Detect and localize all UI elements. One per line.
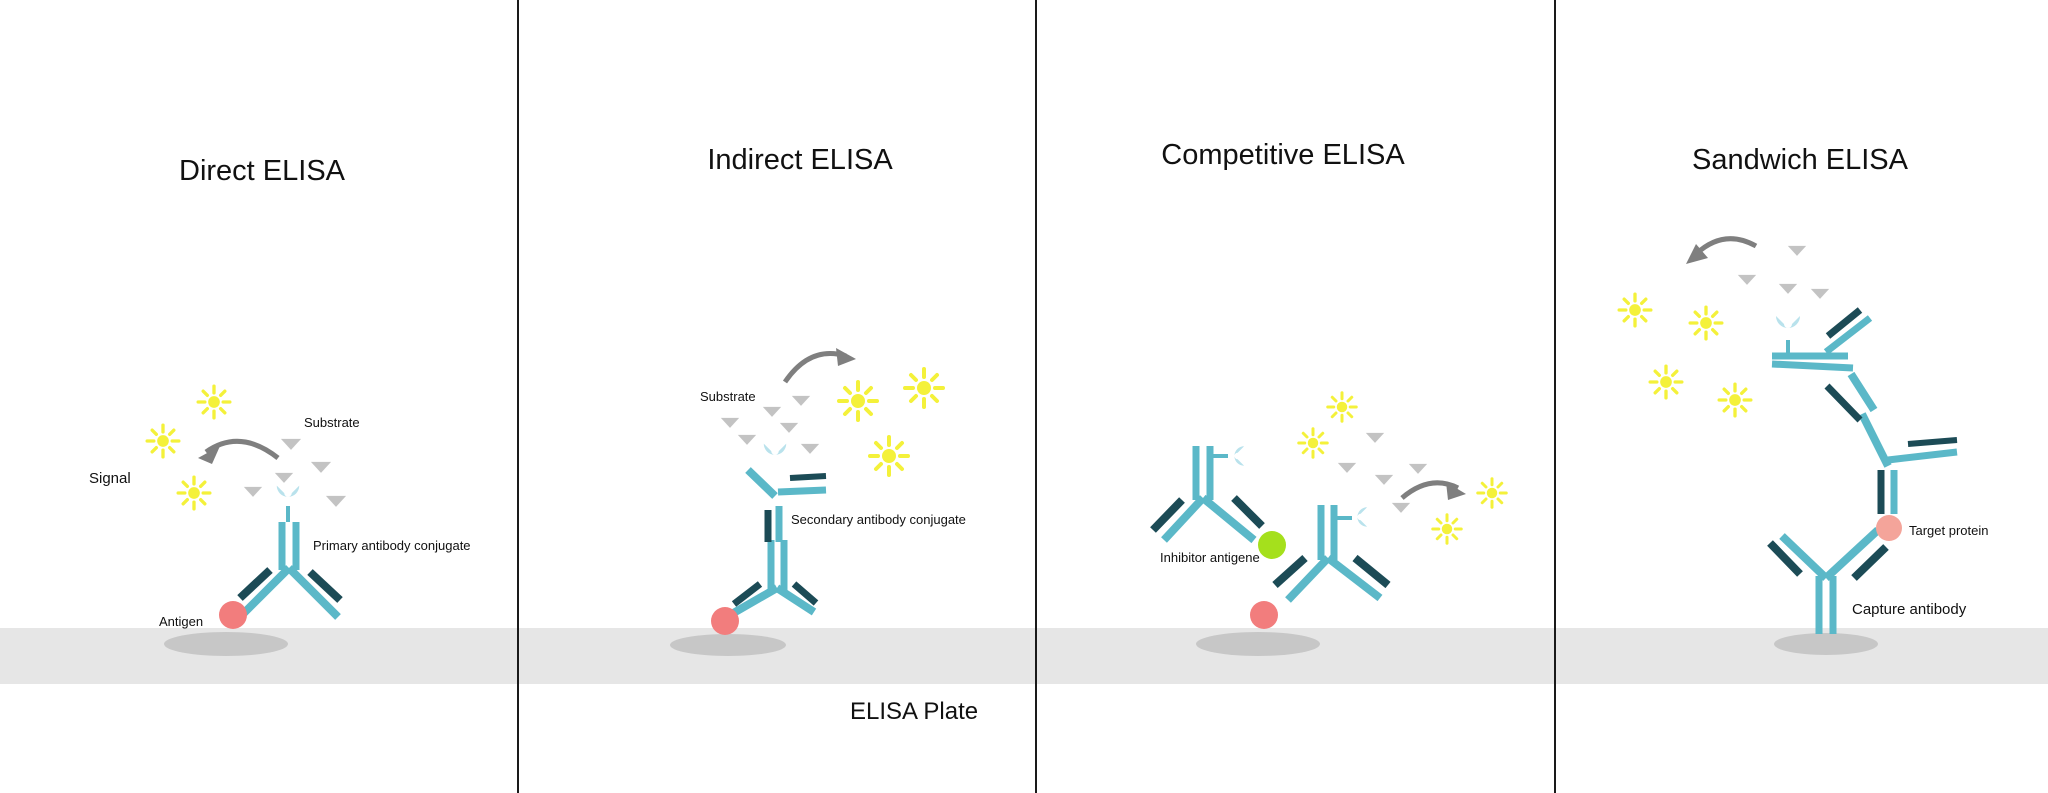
reaction-arrow xyxy=(1400,480,1460,500)
signal-burst xyxy=(196,384,232,420)
signal-burst xyxy=(1717,382,1753,418)
label-substrate: Substrate xyxy=(304,415,360,430)
substrate-wedge xyxy=(325,495,347,507)
well-shadow xyxy=(1774,633,1878,655)
signal-burst xyxy=(837,380,879,422)
reaction-arrow xyxy=(204,438,280,460)
substrate-wedge xyxy=(274,472,294,483)
substrate-wedge xyxy=(243,486,263,497)
signal-burst xyxy=(903,367,945,409)
enzyme-icon xyxy=(1234,446,1245,466)
arrow-head xyxy=(198,446,220,464)
label-secondary-antibody: Secondary antibody conjugate xyxy=(791,512,966,527)
signal-burst xyxy=(1431,513,1463,545)
enzyme-icon xyxy=(1357,507,1368,527)
enzyme-icon xyxy=(763,443,787,455)
signal-burst xyxy=(176,475,212,511)
label-inhibitor-antigene: Inhibitor antigene xyxy=(1160,550,1260,565)
substrate-wedge xyxy=(1391,502,1411,513)
primary-antibody xyxy=(237,506,343,620)
label-primary-antibody: Primary antibody conjugate xyxy=(313,538,471,553)
secondary-antibody xyxy=(745,467,827,542)
enzyme-icon xyxy=(1776,316,1800,328)
capture-antibody xyxy=(1767,527,1889,634)
substrate-wedge xyxy=(1810,288,1830,299)
panel-title-direct: Direct ELISA xyxy=(179,155,346,187)
reaction-arrow xyxy=(1694,236,1758,256)
well-shadow xyxy=(164,632,288,656)
substrate-wedge xyxy=(1737,274,1757,285)
enzyme-icon xyxy=(276,485,300,497)
substrate-wedge xyxy=(791,395,811,406)
panel-title-indirect: Indirect ELISA xyxy=(707,144,893,176)
signal-burst xyxy=(145,423,181,459)
substrate-wedge xyxy=(720,417,740,428)
substrate-wedge xyxy=(1337,462,1357,473)
signal-burst xyxy=(1326,391,1358,423)
detection-antibody xyxy=(1771,307,1958,514)
substrate-wedge xyxy=(1365,432,1385,443)
signal-burst xyxy=(868,435,910,477)
reaction-arrow xyxy=(782,350,847,384)
antigen xyxy=(1250,601,1278,629)
label-target-protein: Target protein xyxy=(1909,523,1989,538)
signal-burst xyxy=(1688,305,1724,341)
label-capture-antibody: Capture antibody xyxy=(1852,601,1967,618)
label-antigen: Antigen xyxy=(159,614,203,629)
antigen xyxy=(711,607,739,635)
substrate-wedge xyxy=(1778,283,1798,294)
substrate-wedge xyxy=(762,406,782,417)
panel-dividers xyxy=(517,0,1556,793)
inhibitor-antigene xyxy=(1258,531,1286,559)
panel-indirect: Substrate Secondary antibody conjugate xyxy=(670,348,966,656)
elisa-plate xyxy=(0,628,2048,684)
free-antibody xyxy=(1150,446,1265,544)
substrate-wedge xyxy=(800,443,820,454)
well-shadow xyxy=(1196,632,1320,656)
target-protein xyxy=(1876,515,1902,541)
arrow-head xyxy=(836,348,856,366)
label-elisa-plate: ELISA Plate xyxy=(850,698,978,725)
substrate-wedge xyxy=(1787,245,1807,256)
panel-title-competitive: Competitive ELISA xyxy=(1161,139,1405,171)
signal-burst xyxy=(1297,427,1329,459)
label-signal: Signal xyxy=(89,470,131,487)
arrow-head xyxy=(1686,244,1708,264)
substrate-wedge xyxy=(737,434,757,445)
signal-burst xyxy=(1476,477,1508,509)
substrate-wedge xyxy=(779,422,799,433)
substrate-wedge xyxy=(1374,474,1394,485)
bound-antibody xyxy=(1272,505,1391,603)
label-substrate: Substrate xyxy=(700,389,756,404)
well-shadow xyxy=(670,634,786,656)
substrate-wedge xyxy=(310,461,332,473)
antigen xyxy=(219,601,247,629)
panel-direct: Substrate Signal Primary antibody conjug… xyxy=(89,384,471,656)
panel-sandwich: Target protein Capture antibody xyxy=(1617,236,1989,655)
primary-antibody xyxy=(728,540,819,619)
signal-burst xyxy=(1617,292,1653,328)
panel-title-sandwich: Sandwich ELISA xyxy=(1692,144,1909,176)
substrate-wedge xyxy=(1408,463,1428,474)
panel-competitive: Inhibitor antigene xyxy=(1150,391,1508,656)
arrow-head xyxy=(1446,482,1466,500)
signal-burst xyxy=(1648,364,1684,400)
substrate-wedge xyxy=(280,438,302,450)
